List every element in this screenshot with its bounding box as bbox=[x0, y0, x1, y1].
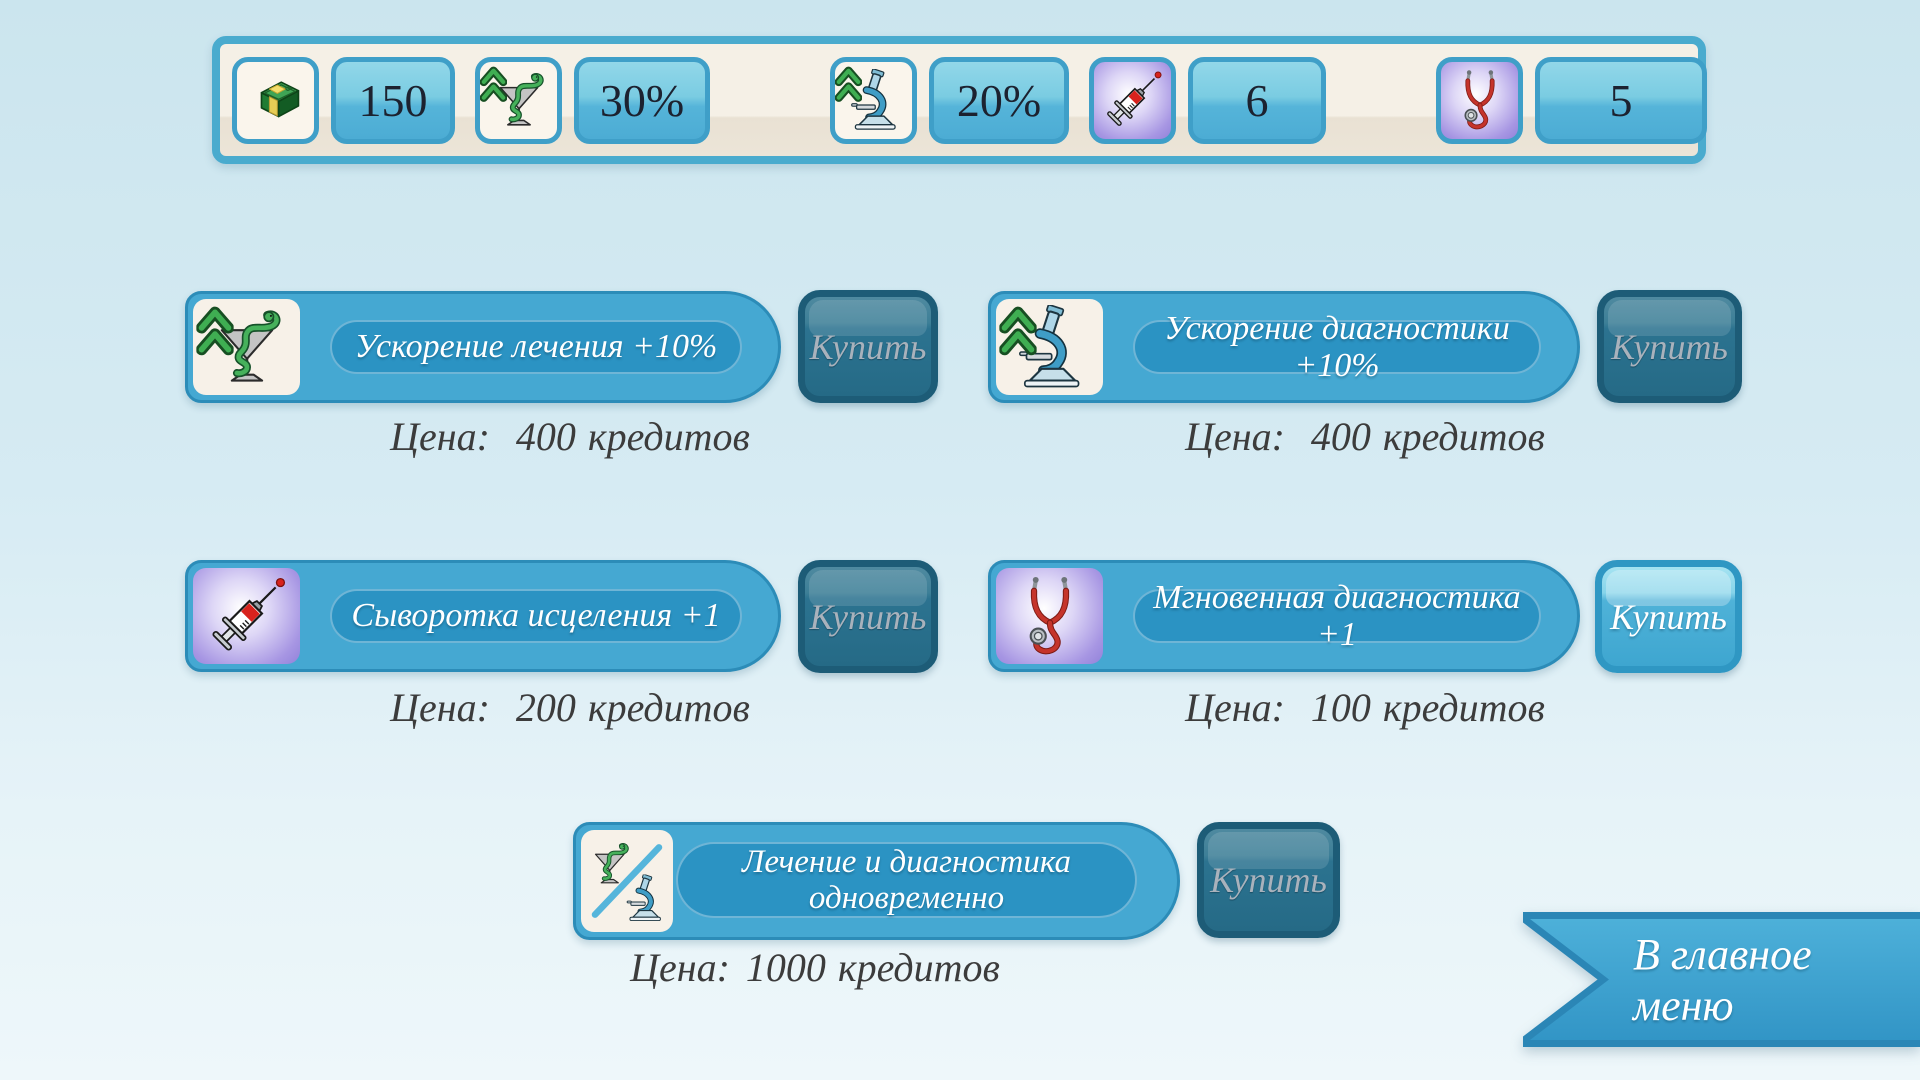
buy-button-instant-diagnostics[interactable]: Купить bbox=[1595, 560, 1742, 673]
syringe-icon bbox=[1089, 56, 1176, 144]
item-title-pill: Ускорение диагностики +10% bbox=[1133, 310, 1541, 384]
item-title-pill: Лечение и диагностика одновременно bbox=[676, 842, 1137, 918]
buy-button-healing-serum[interactable]: Купить bbox=[798, 560, 938, 673]
syringe-icon bbox=[193, 568, 300, 664]
hygieia-bowl-icon bbox=[193, 299, 300, 395]
stat-healing-serums: 6 bbox=[1089, 56, 1326, 144]
stethoscope-icon bbox=[1436, 56, 1523, 144]
item-title: Мгновенная диагностика +1 bbox=[1153, 578, 1521, 653]
buy-button-healing-speed[interactable]: Купить bbox=[798, 290, 938, 403]
stat-credits: 150 bbox=[232, 56, 455, 144]
item-title-pill: Сыворотка исцеления +1 bbox=[330, 589, 742, 643]
diagnostics-speed-value: 20% bbox=[956, 74, 1042, 126]
healing-speed-value: 30% bbox=[599, 74, 685, 126]
item-title: Ускорение лечения +10% bbox=[354, 328, 718, 366]
item-title-pill: Мгновенная диагностика +1 bbox=[1133, 579, 1541, 653]
stethoscope-icon bbox=[996, 568, 1103, 664]
main-menu-label: В главное меню bbox=[1633, 929, 1812, 1030]
stat-credits-value: 150 bbox=[331, 56, 455, 144]
buy-label: Купить bbox=[809, 596, 927, 637]
stats-bar: 150 30% 20% 6 bbox=[212, 36, 1707, 164]
item-title: Ускорение диагностики +10% bbox=[1164, 309, 1510, 384]
buy-label: Купить bbox=[1210, 860, 1327, 900]
healing-serums-value: 6 bbox=[1245, 74, 1269, 126]
buy-label: Купить bbox=[1611, 326, 1728, 367]
main-menu-button[interactable]: В главное меню bbox=[1523, 912, 1920, 1047]
buy-label: Купить bbox=[1610, 596, 1727, 637]
combo-heal-diag-icon bbox=[581, 830, 673, 932]
microscope-icon bbox=[996, 299, 1103, 395]
hygieia-bowl-icon bbox=[475, 56, 562, 144]
stat-instant-diagnostics-value: 5 bbox=[1535, 56, 1707, 144]
shop-card-healing-serum: Сыворотка исцеления +1 bbox=[185, 560, 781, 672]
shop-card-healing-speed: Ускорение лечения +10% bbox=[185, 291, 781, 403]
stat-instant-diagnostics: 5 bbox=[1436, 56, 1707, 144]
buy-label: Купить bbox=[809, 326, 927, 367]
stat-healing-speed: 30% bbox=[475, 56, 710, 144]
money-icon bbox=[232, 56, 319, 144]
item-title: Лечение и диагностика одновременно bbox=[741, 843, 1071, 916]
stat-healing-speed-value: 30% bbox=[574, 56, 710, 144]
instant-diagnostics-value: 5 bbox=[1609, 74, 1633, 126]
stat-diagnostics-speed: 20% bbox=[830, 56, 1069, 144]
microscope-icon bbox=[830, 56, 917, 144]
credits-value: 150 bbox=[358, 74, 428, 126]
shop-card-simultaneous: Лечение и диагностика одновременно bbox=[573, 822, 1180, 940]
buy-button-diagnostics-speed[interactable]: Купить bbox=[1597, 290, 1742, 403]
stat-healing-serums-value: 6 bbox=[1188, 56, 1326, 144]
stat-diagnostics-speed-value: 20% bbox=[929, 56, 1069, 144]
item-title: Сыворотка исцеления +1 bbox=[351, 597, 721, 635]
shop-card-instant-diagnostics: Мгновенная диагностика +1 bbox=[988, 560, 1580, 672]
item-title-pill: Ускорение лечения +10% bbox=[330, 320, 742, 374]
banner-ribbon-shape bbox=[1523, 912, 1920, 1047]
shop-card-diagnostics-speed: Ускорение диагностики +10% bbox=[988, 291, 1580, 403]
buy-button-simultaneous[interactable]: Купить bbox=[1197, 822, 1340, 938]
